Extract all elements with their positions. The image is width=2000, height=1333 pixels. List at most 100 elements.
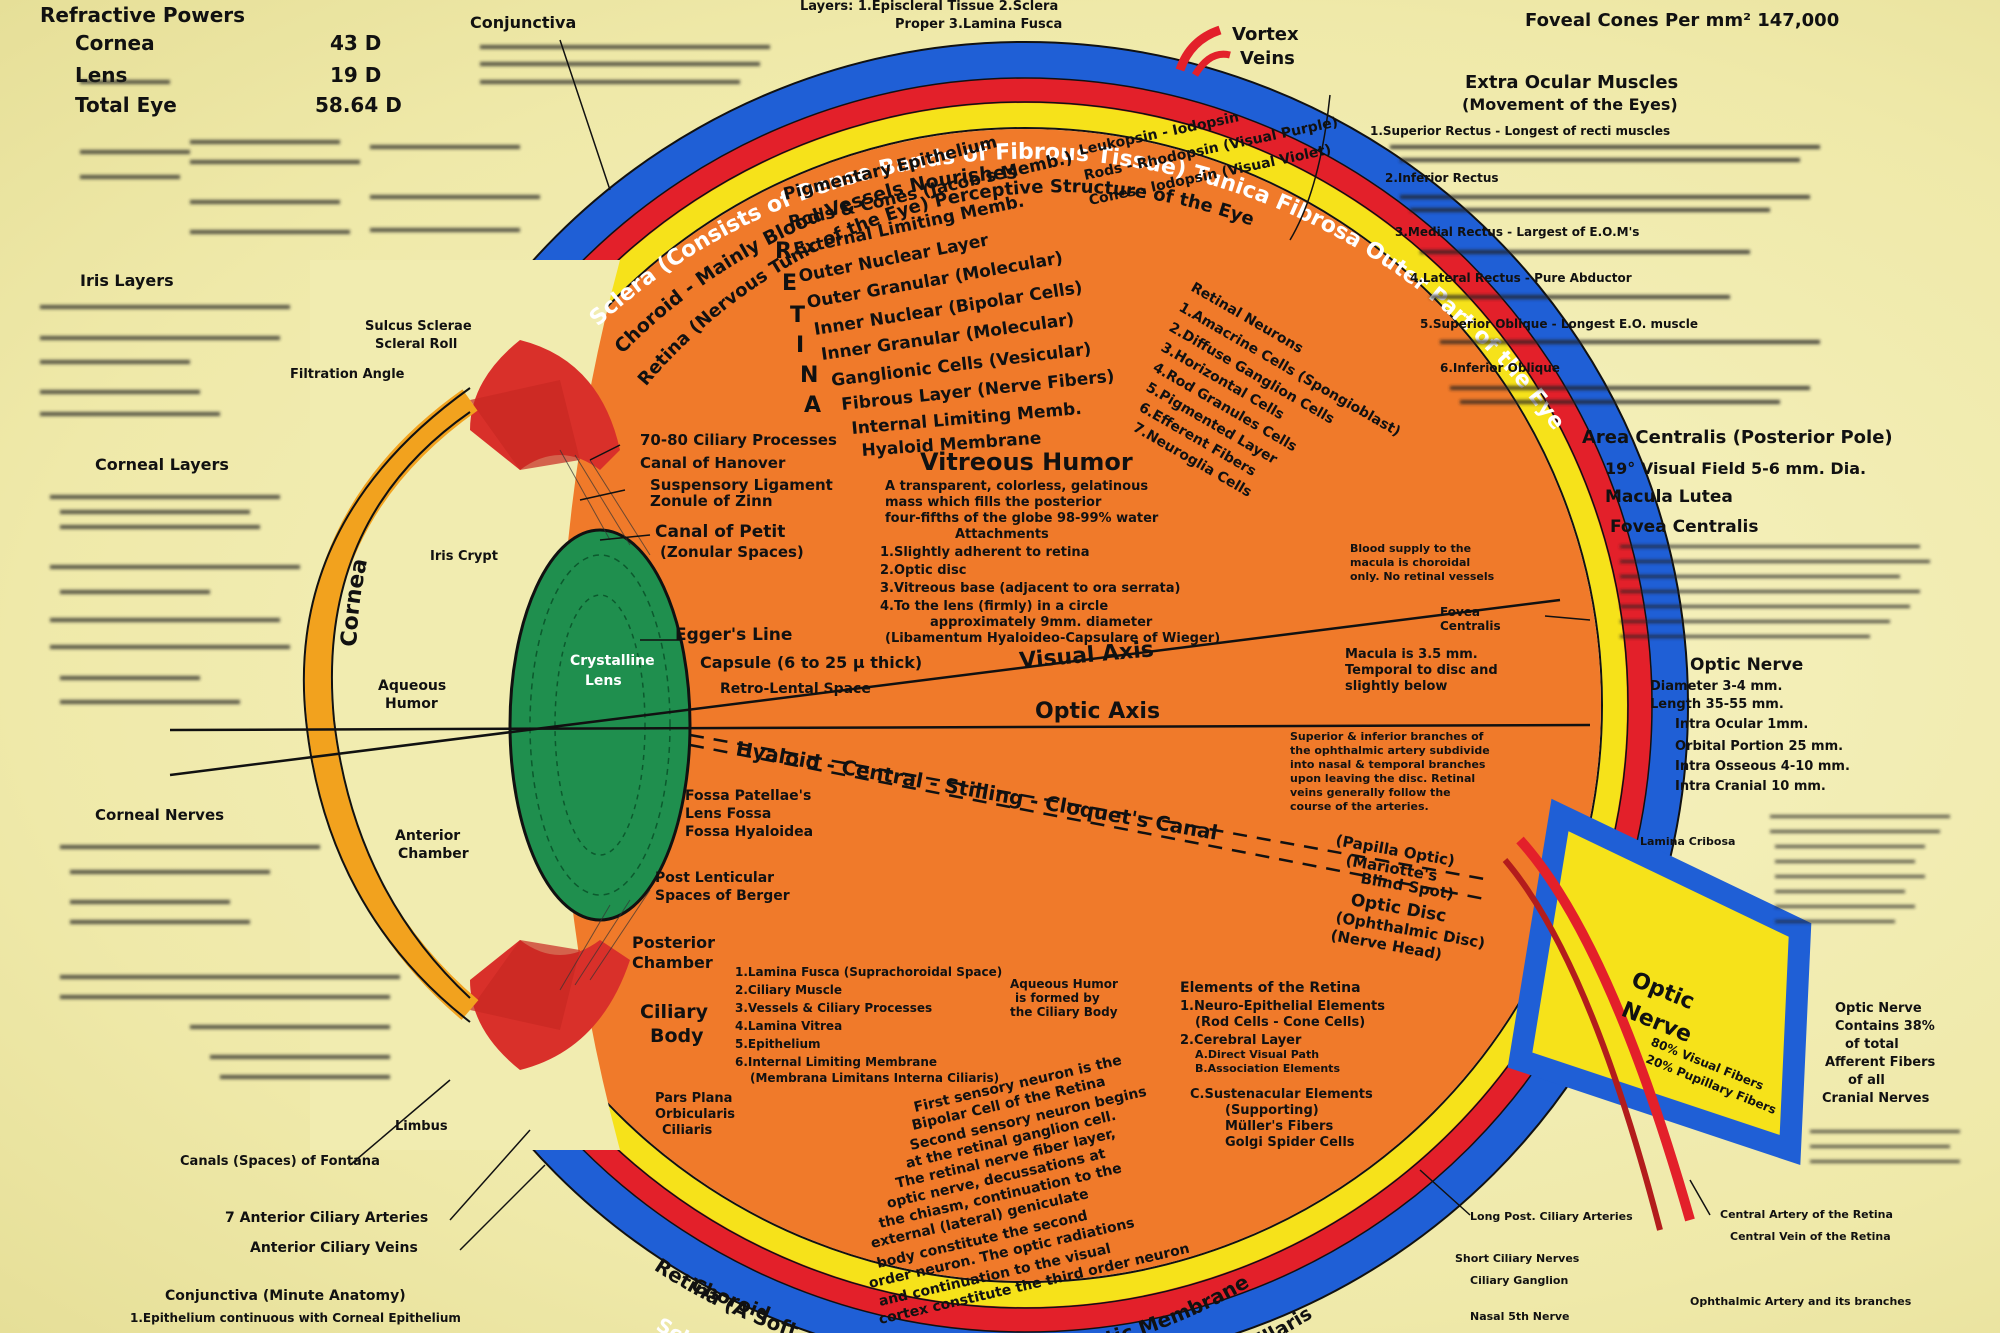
svg-text:Total Eye: Total Eye	[75, 93, 177, 117]
svg-text:N: N	[800, 363, 818, 388]
svg-text:only. No retinal vessels: only. No retinal vessels	[1350, 570, 1495, 583]
optic-nerve	[1507, 798, 1812, 1166]
leader-lines	[349, 39, 1711, 1251]
svg-text:1.Superior Rectus - Longest of: 1.Superior Rectus - Longest of recti mus…	[1370, 124, 1670, 138]
ciliary-body-list: 1.Lamina Fusca (Suprachoroidal Space) 2.…	[735, 965, 1002, 1085]
optic-fibers-list	[1770, 815, 1960, 1163]
svg-text:Scleral Roll: Scleral Roll	[375, 337, 457, 352]
svg-text:into nasal & temporal branches: into nasal & temporal branches	[1290, 758, 1486, 771]
svg-text:Corneal Nerves: Corneal Nerves	[95, 806, 224, 824]
optic-fibers-note: Optic Nerve Contains 38% of total Affere…	[1640, 835, 1936, 1308]
svg-text:4.Lamina Vitrea: 4.Lamina Vitrea	[735, 1019, 842, 1033]
svg-text:Lens Fossa: Lens Fossa	[685, 806, 771, 822]
extra-ocular-muscles: Extra Ocular Muscles (Movement of the Ey…	[1370, 72, 1698, 375]
crystalline-lens	[508, 528, 692, 922]
svg-text:Extra Ocular Muscles: Extra Ocular Muscles	[1465, 72, 1678, 93]
svg-text:Canal of Hanover: Canal of Hanover	[640, 454, 786, 472]
svg-text:Suspensory Ligament: Suspensory Ligament	[650, 476, 833, 494]
svg-text:Aqueous Humor: Aqueous Humor	[1010, 977, 1118, 991]
svg-text:Intra Ocular 1mm.: Intra Ocular 1mm.	[1675, 717, 1808, 732]
svg-text:Attachments: Attachments	[955, 527, 1049, 542]
svg-text:Central Vein of the Retina: Central Vein of the Retina	[1730, 1230, 1891, 1243]
refractive-powers: Refractive Powers Cornea 43 D Lens 19 D …	[40, 3, 402, 117]
svg-text:Egger's Line: Egger's Line	[675, 625, 792, 645]
svg-text:19° Visual Field 5-6 mm. Dia.: 19° Visual Field 5-6 mm. Dia.	[1605, 459, 1866, 478]
svg-text:Optic Nerve: Optic Nerve	[1835, 1001, 1922, 1016]
cornea	[304, 389, 479, 1020]
fovea-details	[1620, 545, 1930, 638]
top-labels: Conjunctiva Layers: 1.Episcleral Tissue …	[470, 0, 1839, 69]
svg-text:Fovea Centralis: Fovea Centralis	[1610, 517, 1758, 537]
svg-text:Anterior: Anterior	[395, 828, 460, 844]
svg-text:Vortex: Vortex	[1232, 24, 1299, 45]
svg-text:E: E	[782, 271, 797, 296]
svg-text:Proper 3.Lamina Fusca: Proper 3.Lamina Fusca	[895, 17, 1062, 32]
svg-text:Humor: Humor	[385, 696, 438, 712]
svg-text:Aqueous: Aqueous	[378, 678, 446, 694]
svg-text:Afferent Fibers: Afferent Fibers	[1825, 1055, 1936, 1070]
svg-text:Refractive Powers: Refractive Powers	[40, 3, 245, 27]
svg-text:mass which fills the posterior: mass which fills the posterior	[885, 495, 1102, 510]
svg-text:Capsule (6 to 25 μ thick): Capsule (6 to 25 μ thick)	[700, 653, 922, 672]
vitreous-body	[449, 129, 1601, 1281]
svg-text:of all: of all	[1848, 1073, 1885, 1088]
svg-text:A.Direct Visual Path: A.Direct Visual Path	[1195, 1048, 1319, 1061]
svg-text:(Membrana Limitans Interna Cil: (Membrana Limitans Interna Ciliaris)	[750, 1071, 999, 1085]
svg-text:Canal of Petit: Canal of Petit	[655, 522, 785, 542]
left-side-details	[40, 45, 770, 1079]
svg-text:Canals (Spaces) of Fontana: Canals (Spaces) of Fontana	[180, 1154, 380, 1169]
svg-text:Macula is 3.5 mm.: Macula is 3.5 mm.	[1345, 647, 1478, 662]
svg-text:Foveal Cones Per mm² 147,000: Foveal Cones Per mm² 147,000	[1525, 10, 1839, 31]
svg-text:Sulcus Sclerae: Sulcus Sclerae	[365, 319, 472, 334]
vortex-vein	[1175, 25, 1222, 72]
svg-text:3.Vessels & Ciliary Processes: 3.Vessels & Ciliary Processes	[735, 1001, 932, 1015]
svg-text:A: A	[804, 393, 821, 418]
svg-text:the ophthalmic artery subdivid: the ophthalmic artery subdivide	[1290, 744, 1490, 757]
svg-text:Elements of the Retina: Elements of the Retina	[1180, 980, 1361, 996]
svg-text:Iris Crypt: Iris Crypt	[430, 549, 498, 564]
svg-text:Spaces of Berger: Spaces of Berger	[655, 888, 790, 904]
svg-text:Corneal Layers: Corneal Layers	[95, 455, 229, 474]
svg-text:3.Vitreous base (adjacent to o: 3.Vitreous base (adjacent to ora serrata…	[880, 581, 1180, 596]
svg-text:4.Lateral Rectus - Pure Abduct: 4.Lateral Rectus - Pure Abductor	[1410, 271, 1632, 285]
svg-text:R: R	[775, 239, 792, 264]
anterior-labels: 70-80 Ciliary Processes Canal of Hanover…	[378, 431, 922, 1138]
svg-text:Contains 38%: Contains 38%	[1835, 1019, 1935, 1034]
svg-text:Veins: Veins	[1240, 48, 1295, 69]
svg-text:1.Neuro-Epithelial Elements: 1.Neuro-Epithelial Elements	[1180, 999, 1385, 1014]
optic-axis-line	[169, 723, 1591, 732]
svg-text:43 D: 43 D	[330, 31, 381, 55]
svg-text:Fovea: Fovea	[1440, 605, 1480, 619]
svg-text:Layers: 1.Episcleral Tissue 2.: Layers: 1.Episcleral Tissue 2.Sclera	[800, 0, 1058, 14]
svg-text:Ciliaris: Ciliaris	[662, 1123, 713, 1138]
svg-text:upon leaving the disc. Retinal: upon leaving the disc. Retinal	[1290, 772, 1475, 785]
area-centralis: Area Centralis (Posterior Pole) 19° Visu…	[1582, 427, 1893, 537]
svg-text:(Supporting): (Supporting)	[1225, 1103, 1319, 1118]
retina-letters: R E T I N A	[775, 239, 821, 418]
svg-text:Filtration Angle: Filtration Angle	[290, 367, 405, 382]
left-side-labels: Iris Layers Corneal Layers Corneal Nerve…	[80, 271, 498, 1325]
svg-text:I: I	[796, 333, 804, 358]
svg-text:(Zonular Spaces): (Zonular Spaces)	[660, 543, 804, 561]
svg-text:Body: Body	[650, 1025, 704, 1047]
svg-text:Retro-Lental Space: Retro-Lental Space	[720, 681, 871, 697]
svg-text:Fossa Hyaloidea: Fossa Hyaloidea	[685, 824, 813, 840]
vitreous-desc: A transparent, colorless, gelatinous mas…	[880, 479, 1220, 646]
svg-text:T: T	[790, 303, 805, 328]
svg-text:B.Association Elements: B.Association Elements	[1195, 1062, 1340, 1075]
svg-text:Long Post. Ciliary Arteries: Long Post. Ciliary Arteries	[1470, 1210, 1633, 1223]
sclera-bottom-label: Sclera	[652, 1313, 725, 1333]
svg-text:Conjunctiva (Minute Anatomy): Conjunctiva (Minute Anatomy)	[165, 1288, 406, 1304]
svg-text:approximately 9mm. diameter: approximately 9mm. diameter	[930, 615, 1153, 630]
vitreous-title: Vitreous Humor	[920, 448, 1133, 476]
optic-nerve-stats: Optic Nerve Diameter 3-4 mm. Length 35-5…	[1650, 655, 1850, 794]
optic-axis-label: Optic Axis	[1035, 699, 1160, 724]
svg-text:Müller's Fibers: Müller's Fibers	[1225, 1119, 1333, 1134]
svg-text:C.Sustenacular Elements: C.Sustenacular Elements	[1190, 1087, 1373, 1102]
svg-text:Ophthalmic Artery and its bran: Ophthalmic Artery and its branches	[1690, 1295, 1912, 1308]
svg-text:Orbicularis: Orbicularis	[655, 1107, 735, 1122]
svg-text:four-fifths of the globe 98-9: four-fifths of the globe 98-99% water	[885, 511, 1159, 526]
svg-text:Limbus: Limbus	[395, 1119, 448, 1134]
